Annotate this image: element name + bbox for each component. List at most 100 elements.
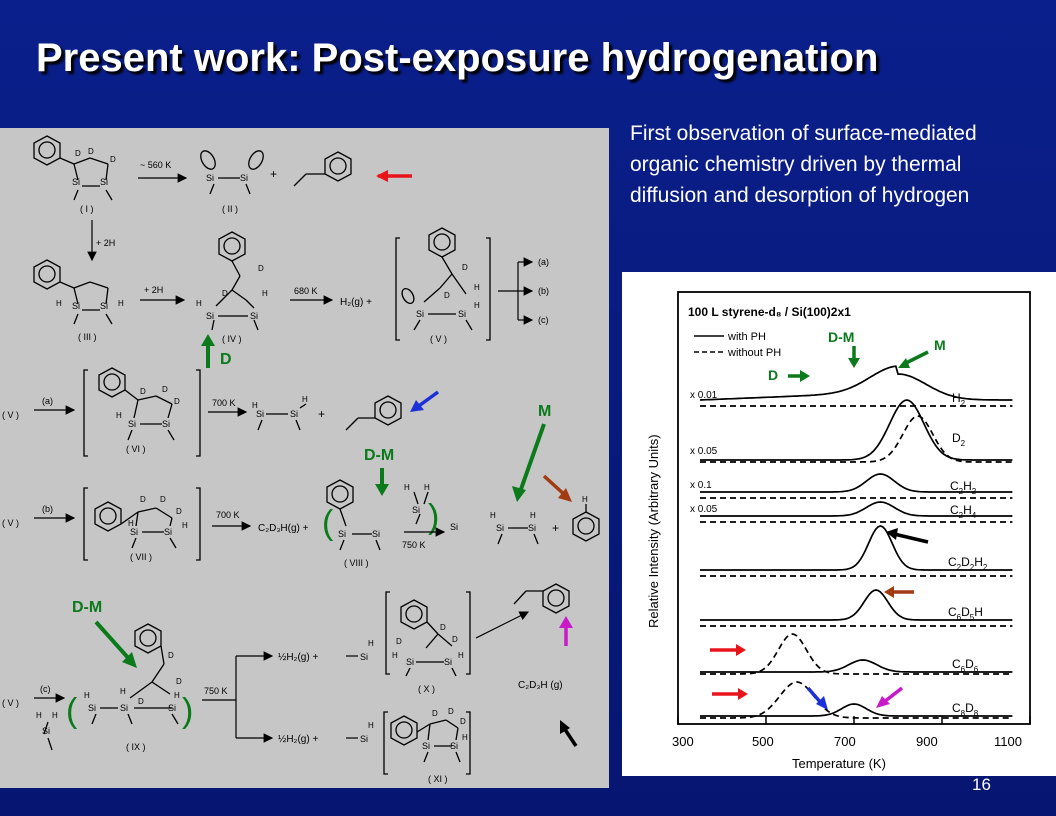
structure-disilicon-H [257, 403, 307, 431]
x-tick-label: 700 [834, 734, 856, 749]
atom-label: H [262, 289, 268, 298]
atom-label: Si [290, 409, 298, 419]
atom-label: Si [42, 726, 50, 736]
x-axis-ticks [677, 716, 1031, 724]
trace-C2H2-with-ph [700, 473, 1013, 493]
atom-label: H [182, 521, 188, 530]
atom-label: D [138, 697, 144, 706]
temp-label: 680 K [294, 286, 318, 296]
atom-label: Si [240, 173, 248, 183]
atom-label: H [84, 691, 90, 700]
atom-label: Si [256, 409, 264, 419]
atom-label: H [424, 483, 430, 492]
plus-sign: + [318, 407, 325, 421]
atom-label: Si [338, 529, 346, 539]
atom-label: Si [458, 309, 466, 319]
atom-label: H [392, 651, 398, 660]
atom-label: D [140, 495, 146, 504]
compound-label-IV: ( IV ) [222, 334, 242, 344]
atom-label: Si [162, 419, 170, 429]
atom-label: D [222, 289, 228, 298]
compound-label-V: ( V ) [2, 410, 19, 420]
tpd-chart: 100 L styrene-d₈ / Si(100)2x1 with PH wi… [646, 291, 1031, 771]
atom-label: D [440, 623, 446, 632]
atom-label: H [174, 691, 180, 700]
x-tick-label: 300 [672, 734, 694, 749]
magenta-arrowhead [559, 616, 573, 628]
atom-label: H [118, 299, 124, 308]
x-axis-label: Temperature (K) [792, 756, 886, 771]
styrene-molecule [293, 151, 352, 187]
atom-label: H [116, 411, 122, 420]
marker-M: M [538, 403, 551, 420]
temp-label: ~ 560 K [140, 160, 171, 170]
structure-V [395, 227, 491, 341]
compound-label-III: ( III ) [78, 332, 97, 342]
atom-label: Si [164, 527, 172, 537]
legend-without-ph: without PH [727, 347, 781, 359]
atom-label: H [302, 395, 308, 404]
multiplier-label: x 0.05 [690, 504, 718, 515]
compound-label-XI: ( XI ) [428, 774, 448, 784]
trace-C6D5H-with-ph [700, 589, 1013, 621]
product-label: C₂D₃H (g) [518, 680, 563, 691]
green-arrow [903, 350, 929, 366]
blue-arrowhead [410, 400, 424, 412]
atom-label: D [448, 707, 454, 716]
reaction-scheme-panel: D D D Si Si ( I ) ~ 560 K Si Si ( II ) +… [0, 128, 609, 788]
atom-label: Si [528, 523, 536, 533]
x-tick-label: 500 [752, 734, 774, 749]
atom-label: H [52, 711, 58, 720]
atom-label: D [258, 264, 264, 273]
atom-label: Si [444, 657, 452, 667]
atom-label: H [368, 721, 374, 730]
atom-label: D [432, 709, 438, 718]
atom-label: D [452, 635, 458, 644]
y-axis-label: Relative Intensity (Arbitrary Units) [646, 434, 661, 628]
structure-IV [211, 231, 259, 331]
product-label: H₂(g) + [340, 297, 372, 308]
atom-label: Si [130, 527, 138, 537]
atom-label: D [75, 149, 81, 158]
atom-label: H [196, 299, 202, 308]
atom-label: Si [128, 419, 136, 429]
branch-label-b: (b) [538, 286, 549, 296]
species-label-C8D8: C8D8 [952, 701, 979, 718]
structure-XI [383, 711, 471, 775]
atom-label: H [582, 495, 588, 504]
reagent-label: + 2H [144, 285, 163, 295]
atom-label: Si [250, 311, 258, 321]
tpd-curves [699, 365, 1013, 719]
compound-label-X: ( X ) [418, 684, 435, 694]
green-arrow-DM [94, 620, 132, 662]
plus-sign: + [270, 167, 277, 181]
atom-label: Si [450, 522, 458, 532]
green-arrowhead [201, 334, 215, 346]
marker-D-M: D-M [72, 599, 102, 616]
brown-arrowhead [558, 488, 572, 502]
atom-label: H [490, 511, 496, 520]
green-arrowhead [848, 358, 860, 368]
trace-H2-with-ph [699, 365, 1013, 401]
tpd-marker-D-M: D-M [828, 329, 854, 345]
styrene-molecule [345, 395, 402, 431]
atom-label: H [404, 483, 410, 492]
atom-label: D [176, 507, 182, 516]
atom-label: Si [406, 657, 414, 667]
atom-label: Si [120, 703, 128, 713]
green-paren-left: ( [66, 692, 78, 730]
black-arrow [562, 727, 578, 747]
green-paren-left: ( [322, 504, 334, 542]
structure-VII [83, 487, 201, 561]
styrene-molecule [513, 583, 570, 614]
plus-sign: + [552, 521, 559, 535]
atom-label: D [160, 495, 166, 504]
atom-label: D [396, 637, 402, 646]
atom-label: Si [496, 523, 504, 533]
temp-label: 700 K [216, 510, 240, 520]
green-arrowhead [512, 486, 526, 502]
atom-label: Si [72, 301, 80, 311]
tpd-marker-D: D [768, 367, 778, 383]
atom-label: Si [168, 703, 176, 713]
atom-label: Si [360, 734, 368, 744]
